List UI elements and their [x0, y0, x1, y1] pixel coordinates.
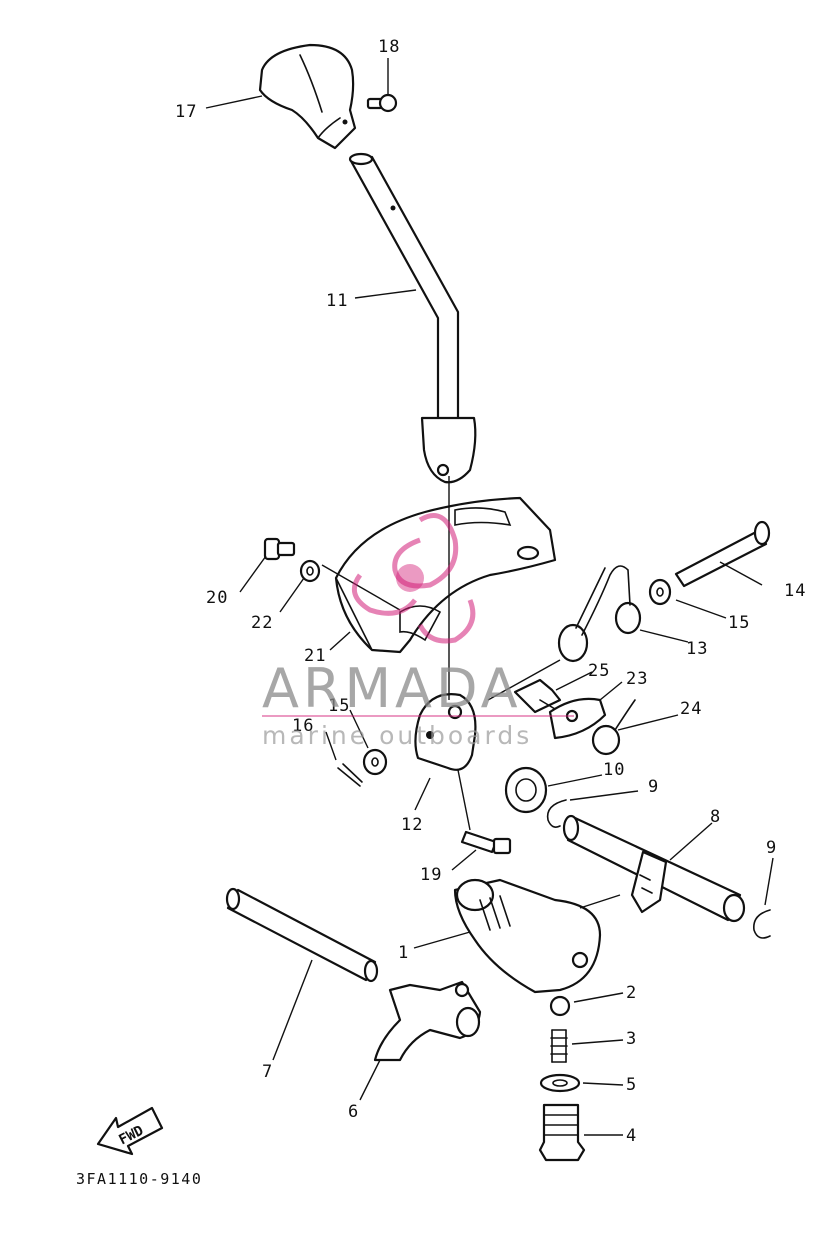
callout-8: 8	[710, 807, 721, 827]
pivot-pin-part	[674, 520, 771, 588]
callout-9-right: 9	[766, 838, 777, 858]
knob-part	[258, 43, 357, 150]
washer-5-part	[539, 1073, 581, 1093]
callout-16: 16	[292, 716, 314, 736]
clip-9-right-part	[753, 909, 771, 939]
shift-cam-part	[453, 878, 602, 994]
bolt-25-part	[513, 678, 562, 714]
cotter-pin-part	[337, 763, 363, 787]
callout-24: 24	[680, 699, 702, 719]
detent-spring-part	[550, 1029, 568, 1063]
spring-24-part	[591, 699, 636, 756]
callout-labels: 17 18 11 20 22 21 14 15 13 25 23 24 15 1…	[175, 37, 806, 1146]
bearing-part	[504, 766, 548, 814]
shift-shaft-part	[562, 814, 746, 923]
callout-1: 1	[398, 943, 409, 963]
callout-17: 17	[175, 102, 197, 122]
callout-18: 18	[378, 37, 400, 57]
callout-15-left: 15	[328, 696, 350, 716]
leader-lines	[205, 58, 774, 1136]
callout-7: 7	[262, 1062, 273, 1082]
bolt-19-part	[460, 830, 512, 855]
callout-2: 2	[626, 983, 637, 1003]
callout-21: 21	[304, 646, 326, 666]
diagram-code: 3FA1110-9140	[76, 1170, 202, 1188]
callout-23: 23	[626, 669, 648, 689]
ball-part	[549, 995, 571, 1017]
shift-lever-part	[348, 152, 477, 484]
callout-5: 5	[626, 1075, 637, 1095]
fwd-arrow: FWD	[96, 1106, 164, 1156]
shift-rod-part	[225, 887, 379, 983]
callout-6: 6	[348, 1102, 359, 1122]
washer-22-part	[299, 559, 321, 583]
plate-23-part	[548, 697, 607, 740]
callout-12: 12	[401, 815, 423, 835]
bolt-20-part	[263, 537, 296, 561]
callout-20: 20	[206, 588, 228, 608]
callout-10: 10	[603, 760, 625, 780]
callout-13: 13	[686, 639, 708, 659]
plug-4-part	[538, 1103, 586, 1162]
shift-arm-part	[414, 693, 477, 771]
callout-4: 4	[626, 1126, 637, 1146]
callout-3: 3	[626, 1029, 637, 1049]
callout-15-right: 15	[728, 613, 750, 633]
washer-15-left-part	[362, 748, 388, 776]
watermark-tagline: marine outboards	[262, 721, 532, 750]
callout-19: 19	[420, 865, 442, 885]
watermark-logo	[351, 513, 476, 644]
spring-13-part	[557, 565, 642, 663]
clip-9-upper-part	[546, 799, 567, 828]
callout-25: 25	[588, 661, 610, 681]
callout-14: 14	[784, 581, 806, 601]
watermark-brand: ARMADA	[262, 657, 522, 720]
callout-22: 22	[251, 613, 273, 633]
callout-9-upper: 9	[648, 777, 659, 797]
washer-15-right-part	[648, 578, 672, 606]
knob-pin-part	[366, 93, 398, 113]
shift-fork-part	[373, 980, 482, 1062]
assembly-lines	[321, 476, 561, 831]
watermark: ARMADA marine outboards	[262, 513, 574, 750]
callout-11: 11	[326, 291, 348, 311]
